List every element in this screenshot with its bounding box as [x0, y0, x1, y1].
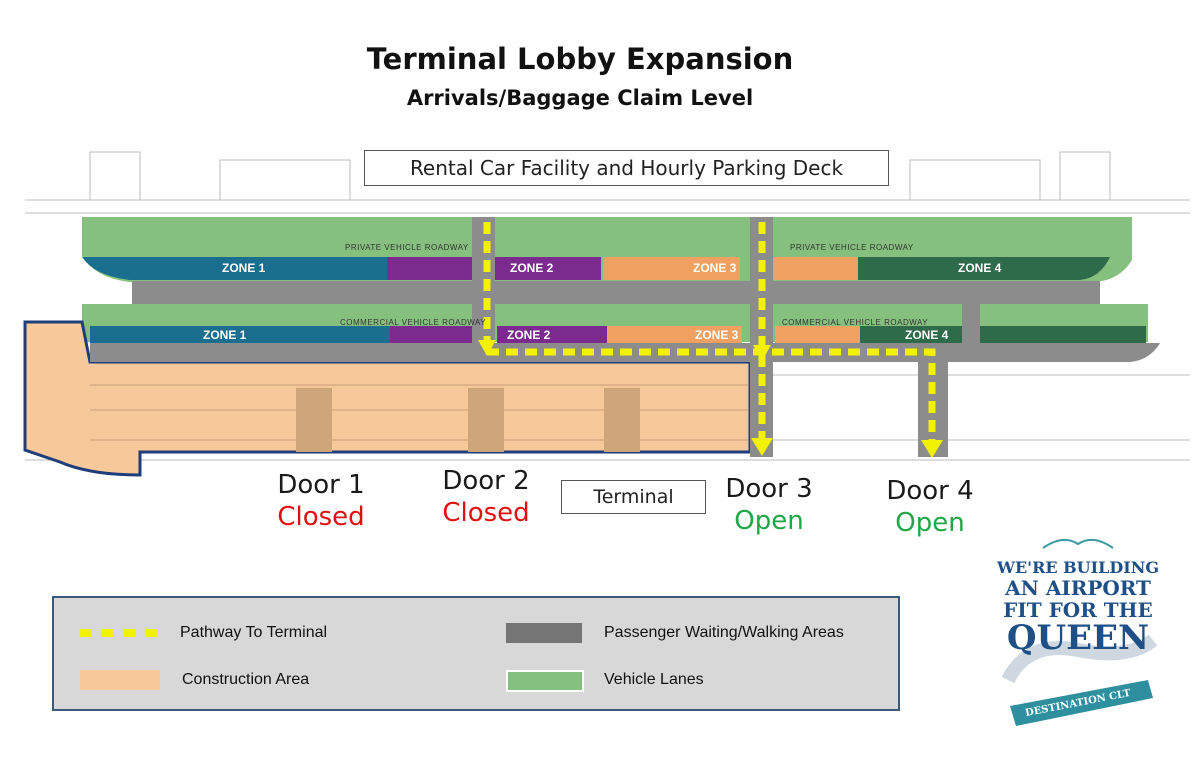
- map-title: Terminal Lobby Expansion: [366, 42, 794, 76]
- zone-3-upper-label: ZONE 3: [693, 261, 737, 275]
- zone-4a-lower: [860, 326, 980, 343]
- zone-3b-lower: [775, 326, 860, 343]
- zone-4-upper: [858, 257, 1110, 280]
- zone-1-lower: [90, 326, 390, 343]
- door-1-name: Door 1: [277, 470, 365, 500]
- door-2-status: Closed: [442, 498, 530, 528]
- waiting-band-middle: [132, 281, 1100, 304]
- zone-1-lower-label: ZONE 1: [203, 328, 247, 342]
- zone-2b-lower: [497, 326, 607, 343]
- door-1-vestibule: [296, 388, 332, 452]
- zone-4-upper-label: ZONE 4: [958, 261, 1002, 275]
- zone-4b-lower: [980, 326, 1146, 343]
- door-2-vestibule: [468, 388, 504, 452]
- zone-2-lower-label: ZONE 2: [507, 328, 551, 342]
- legend-vehicle-label: Vehicle Lanes: [604, 671, 704, 688]
- door-1: Door 1 Closed: [246, 470, 396, 532]
- zone-2a-upper: [387, 257, 479, 280]
- logo-graphics: [1001, 538, 1158, 726]
- pathway-arrowheads: [478, 340, 943, 458]
- door-4-arrow: [921, 440, 943, 458]
- logo-line-1: WE'RE BUILDING: [997, 558, 1159, 577]
- pathway-to-terminal: [483, 222, 936, 448]
- zone-2-upper-label: ZONE 2: [510, 261, 554, 275]
- zone-4-lower-label: ZONE 4: [905, 328, 949, 342]
- door-1-status: Closed: [277, 502, 365, 532]
- door-4-status: Open: [895, 508, 965, 538]
- zone-3a-lower: [607, 326, 742, 343]
- logo-line-2: AN AIRPORT: [1005, 576, 1151, 600]
- commercial-roadway-label-2: COMMERCIAL VEHICLE ROADWAY: [782, 318, 929, 327]
- terminal-label: Terminal: [561, 480, 706, 514]
- destination-clt-logo: WE'RE BUILDING AN AIRPORT FIT FOR THE QU…: [988, 530, 1168, 730]
- door-2b-vestibule: [604, 388, 640, 452]
- door-3: Door 3 Open: [694, 474, 844, 536]
- vehicle-swatch: [506, 670, 584, 692]
- zone-2a-lower: [390, 326, 474, 343]
- architectural-linework: [25, 151, 1190, 461]
- door-4: Door 4 Open: [855, 476, 1005, 538]
- legend-waiting-label: Passenger Waiting/Walking Areas: [604, 624, 844, 641]
- logo-line-3: FIT FOR THE: [1003, 598, 1153, 622]
- commercial-roadway-label-1: COMMERCIAL VEHICLE ROADWAY: [340, 318, 487, 327]
- logo-line-4: QUEEN: [1006, 618, 1150, 658]
- door-2: Door 2 Closed: [411, 466, 561, 528]
- door-3-arrow: [751, 438, 773, 456]
- zone-3b-upper: [773, 257, 858, 280]
- pathway-swatch: [80, 629, 158, 637]
- lower-zones: [90, 326, 1146, 343]
- zone-1-upper: [82, 257, 387, 280]
- zone-2b-upper: [495, 257, 601, 280]
- door-2-name: Door 2: [442, 466, 530, 496]
- door-3-name: Door 3: [725, 474, 813, 504]
- door-3-status: Open: [734, 506, 804, 536]
- private-roadway-label-2: PRIVATE VEHICLE ROADWAY: [790, 243, 914, 252]
- upper-zones: [82, 257, 1110, 280]
- zone-3-lower-label: ZONE 3: [695, 328, 739, 342]
- map-legend: Pathway To Terminal Construction Area Pa…: [52, 596, 900, 711]
- construction-swatch: [80, 670, 160, 690]
- crosswalk-zone-4: [962, 304, 980, 344]
- zone-3a-upper: [603, 257, 740, 280]
- legend-pathway-label: Pathway To Terminal: [180, 624, 328, 641]
- zone-1-upper-label: ZONE 1: [222, 261, 266, 275]
- legend-construction-label: Construction Area: [182, 671, 310, 688]
- waiting-swatch: [506, 623, 582, 643]
- door-4-name: Door 4: [886, 476, 974, 506]
- rental-car-facility-label: Rental Car Facility and Hourly Parking D…: [364, 150, 889, 186]
- map-subtitle: Arrivals/Baggage Claim Level: [406, 86, 754, 110]
- private-roadway-label-1: PRIVATE VEHICLE ROADWAY: [345, 243, 469, 252]
